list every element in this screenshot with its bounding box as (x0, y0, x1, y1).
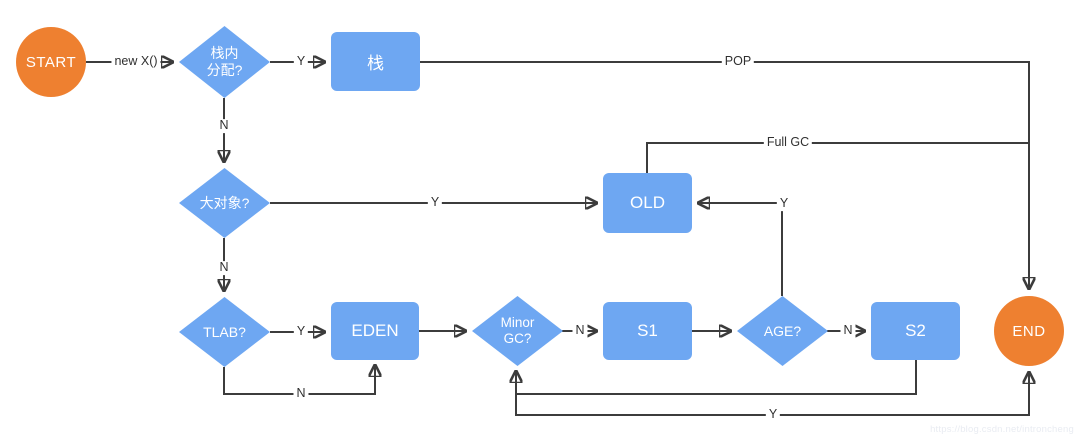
edge-label-stack-alloc-no: N (216, 118, 232, 133)
edge-label-minor-gc-yes: Y (765, 407, 781, 422)
edge-label-age-no: N (840, 323, 856, 338)
edge-stack-pop-to-end (420, 61, 1029, 288)
edge-label-stack-alloc-yes: Y (293, 54, 309, 69)
edge-label-new-x: new X() (111, 54, 161, 69)
stack-node: 栈 (331, 32, 420, 91)
eden-node: EDEN (331, 302, 419, 360)
end-node: END (994, 296, 1064, 366)
decision-age-label: AGE? (763, 322, 802, 339)
old-gen-label: OLD (630, 193, 665, 212)
edge-label-minor-gc-no: N (572, 323, 588, 338)
edge-label-tlab-yes: Y (293, 324, 309, 339)
decision-stack-allocation-label-line1: 栈内 (210, 45, 239, 62)
edge-label-full-gc: Full GC (763, 135, 813, 150)
edge-old-full-gc (646, 142, 1029, 173)
s2-label: S2 (905, 321, 926, 340)
edge-label-pop: POP (721, 54, 755, 69)
decision-stack-allocation-label-line2: 分配? (206, 62, 243, 78)
s1-node: S1 (603, 302, 692, 360)
decision-tlab-label: TLAB? (203, 323, 246, 340)
edge-label-age-yes: Y (776, 196, 792, 211)
edge-age-yes-to-old (699, 203, 783, 296)
old-gen-node: OLD (603, 173, 692, 233)
s2-node: S2 (871, 302, 960, 360)
decision-minor-gc-label-line2: GC? (503, 331, 532, 346)
end-label: END (1012, 322, 1046, 340)
start-node: START (16, 27, 86, 97)
decision-minor-gc-label-line1: Minor (500, 314, 535, 330)
s1-label: S1 (637, 321, 658, 340)
watermark: https://blog.csdn.net/introncheng (930, 424, 1074, 435)
stack-label: 栈 (367, 54, 384, 73)
start-label: START (25, 53, 77, 71)
edge-s2-return-to-minor-gc (516, 360, 917, 395)
decision-big-object-label: 大对象? (199, 194, 250, 211)
edge-label-big-object-no: N (216, 260, 232, 275)
eden-label: EDEN (351, 321, 399, 340)
edge-label-big-object-yes: Y (427, 195, 443, 210)
edge-label-tlab-no: N (293, 386, 309, 401)
